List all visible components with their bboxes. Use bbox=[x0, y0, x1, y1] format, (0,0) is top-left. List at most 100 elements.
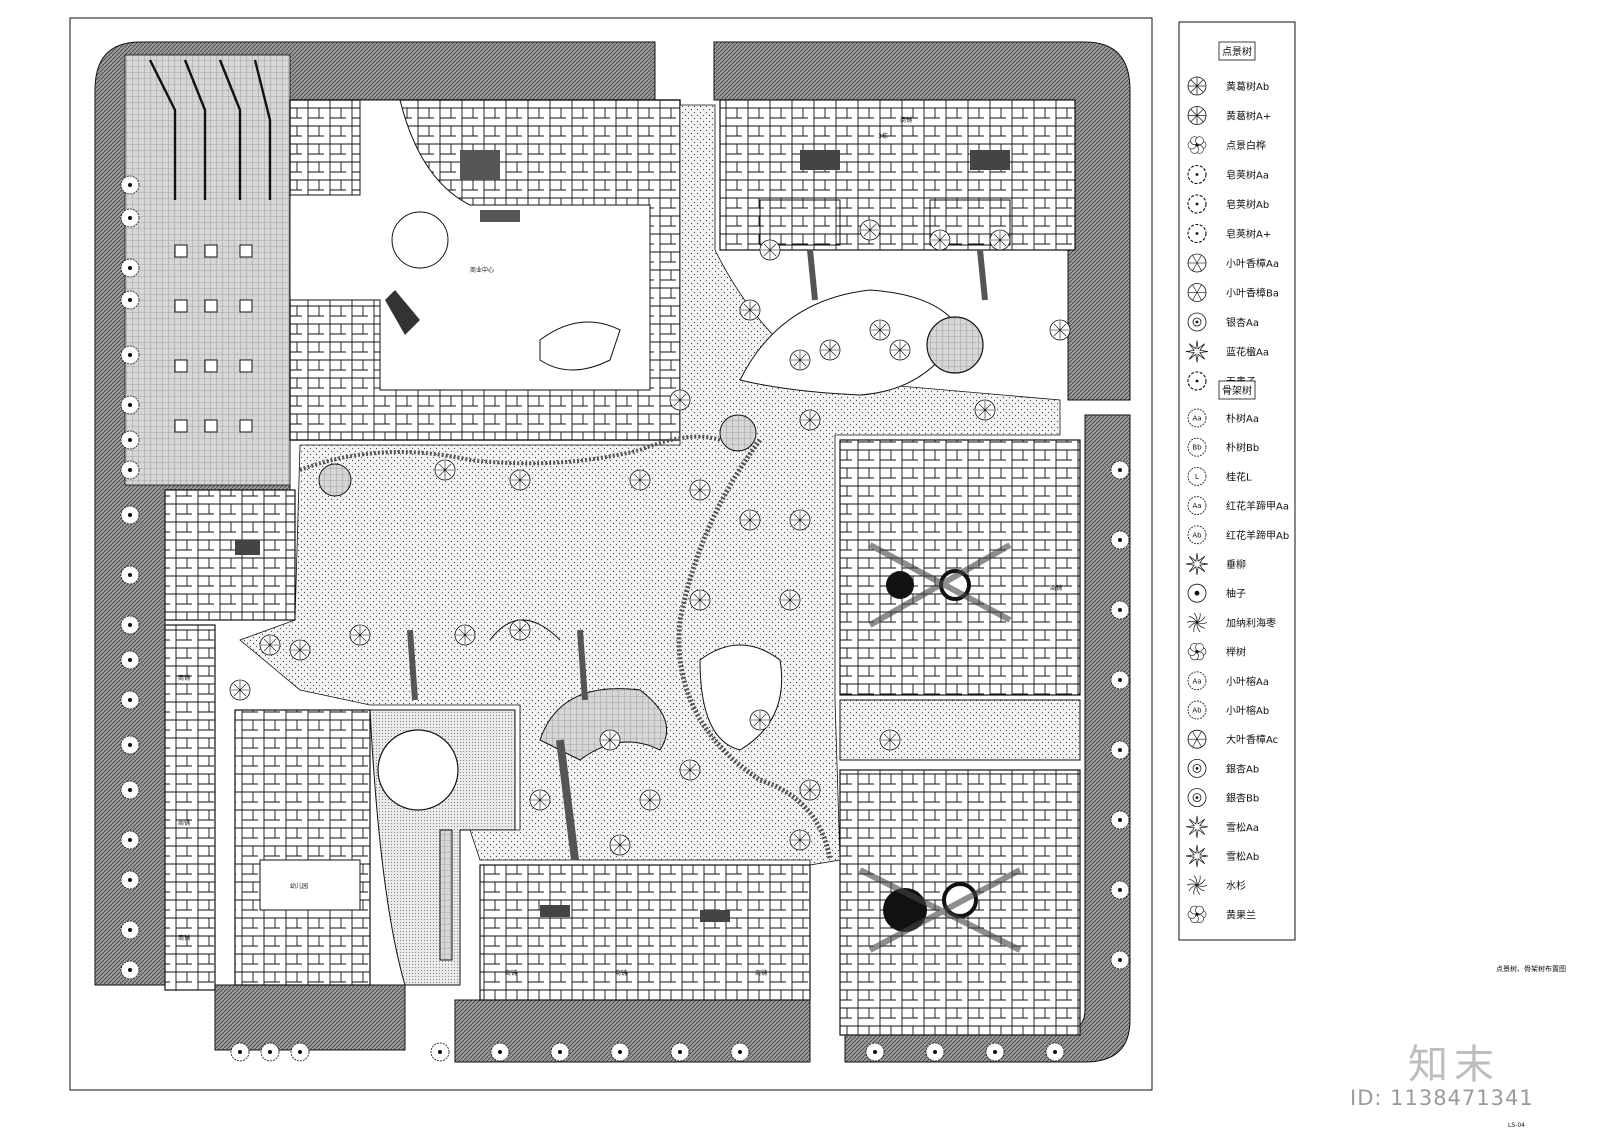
point-tree-legend-row: 银杏Aa bbox=[1187, 312, 1259, 332]
frame-tree-legend-label: 小叶榕Aa bbox=[1226, 675, 1269, 688]
frame-tree-legend-label: 桂花L bbox=[1226, 470, 1252, 483]
south-shop-label-2: 商铺 bbox=[615, 969, 627, 977]
tree-symbol-palm-icon bbox=[1186, 612, 1208, 633]
tree-symbol-flower-icon bbox=[1187, 136, 1207, 154]
frame-tree-legend-label: 雪松Aa bbox=[1226, 821, 1259, 834]
point-tree-legend-label: 黄葛树Ab bbox=[1226, 80, 1269, 93]
kindergarten-yard bbox=[369, 709, 516, 986]
point-tree-legend-label: 皂荚树Ab bbox=[1226, 198, 1269, 211]
frame-tree-legend-row: 榉树 bbox=[1187, 642, 1246, 661]
sheet-number: LS-04 bbox=[1508, 1122, 1525, 1129]
point-tree-legend-label: 皂荚树Aa bbox=[1226, 169, 1269, 182]
frame-tree-legend-row: 加纳利海枣 bbox=[1186, 612, 1276, 633]
tree-symbol-letter-icon: L bbox=[1187, 466, 1207, 486]
point-tree-legend-row: 皂荚树Aa bbox=[1187, 164, 1269, 185]
east-shop-label: 商铺 bbox=[1050, 584, 1062, 592]
frame-tree-legend-row: 雪松Ab bbox=[1185, 844, 1259, 868]
legend-frame-trees-heading: 骨架树 bbox=[1222, 384, 1252, 397]
point-tree-legend-row: 蓝花楹Aa bbox=[1185, 340, 1269, 363]
kindergarten-label: 幼儿园 bbox=[290, 882, 308, 890]
tree-symbol-letter-icon: Aa bbox=[1187, 408, 1207, 428]
point-tree-legend-row: 点景白桦 bbox=[1187, 136, 1266, 154]
tree-symbol-star-icon bbox=[1185, 340, 1209, 363]
tree-symbol-mark: Bb bbox=[1192, 444, 1202, 452]
frame-tree-legend-row: 雪松Aa bbox=[1185, 815, 1259, 838]
frame-tree-legend-row: Aa 小叶榕Aa bbox=[1187, 671, 1269, 691]
frame-tree-legend-row: 黄果兰 bbox=[1187, 905, 1256, 924]
central-garden bbox=[239, 104, 1061, 866]
tree-symbol-palm-icon bbox=[1186, 875, 1208, 895]
tree-symbol-mark: Ab bbox=[1192, 707, 1202, 715]
frame-tree-legend-label: 雪松Ab bbox=[1226, 850, 1259, 863]
point-tree-legend-label: 蓝花楹Aa bbox=[1226, 346, 1269, 359]
point-tree-legend-row: 黄葛树Ab bbox=[1187, 76, 1269, 96]
tree-symbol-radial-icon bbox=[1187, 106, 1207, 125]
tree-symbol-flower-icon bbox=[1187, 905, 1207, 924]
point-tree-legend-label: 皂荚树A+ bbox=[1226, 228, 1271, 241]
tree-symbol-cloud-icon bbox=[1187, 371, 1207, 391]
point-tree-legend-label: 小叶香樟Ba bbox=[1226, 287, 1279, 300]
frame-tree-legend-row: Ab 小叶榕Ab bbox=[1187, 700, 1269, 720]
frame-tree-legend-row: 銀杏Bb bbox=[1187, 788, 1259, 807]
commercial-center-building: 商业中心 bbox=[289, 99, 681, 441]
frame-tree-legend-label: 水杉 bbox=[1226, 879, 1246, 892]
entrance-plaza bbox=[124, 54, 291, 486]
south-residential-row: 商铺 商铺 商铺 bbox=[479, 864, 811, 1001]
point-tree-legend-label: 黄葛树A+ bbox=[1226, 110, 1271, 123]
tree-symbol-ring-icon bbox=[1187, 759, 1207, 778]
frame-tree-legend-label: 朴树Aa bbox=[1226, 412, 1259, 425]
tree-symbol-letter-icon: Ab bbox=[1187, 525, 1207, 545]
legend-point-trees-heading: 点景树 bbox=[1222, 45, 1252, 58]
frame-tree-legend-row: 大叶香樟Ac bbox=[1187, 729, 1278, 749]
tree-symbol-letter-icon: Aa bbox=[1187, 671, 1207, 691]
frame-tree-legend-row: 柚子 bbox=[1187, 583, 1246, 603]
tree-symbol-spoke-icon bbox=[1187, 253, 1207, 273]
tree-symbol-mark: L bbox=[1195, 473, 1199, 481]
tree-symbol-mark: Ab bbox=[1192, 531, 1202, 539]
south-shop-label-1: 商铺 bbox=[505, 969, 517, 977]
tree-symbol-cloud-icon bbox=[1187, 164, 1207, 185]
commercial-center-label: 商业中心 bbox=[470, 266, 494, 274]
watermark-brand: 知末 bbox=[1408, 1042, 1500, 1088]
point-tree-legend-row: 小叶香樟Ba bbox=[1187, 283, 1279, 302]
point-tree-legend-row: 皂荚树Ab bbox=[1187, 194, 1269, 214]
frame-tree-legend-label: 大叶香樟Ac bbox=[1226, 733, 1278, 746]
frame-tree-legend-label: 垂柳 bbox=[1226, 558, 1246, 571]
frame-tree-legend-label: 黄果兰 bbox=[1226, 908, 1256, 921]
point-tree-legend-row: 皂荚树A+ bbox=[1187, 223, 1271, 244]
tree-symbol-dot-icon bbox=[1187, 583, 1207, 603]
tree-symbol-star-icon bbox=[1185, 844, 1209, 868]
building-3-label: 3栋 bbox=[878, 132, 888, 140]
drawing-caption: 点景树、骨架树布置图 bbox=[1496, 965, 1566, 973]
point-tree-legend-row: 黄葛树A+ bbox=[1187, 106, 1271, 125]
point-tree-legend-label: 小叶香樟Aa bbox=[1226, 257, 1279, 270]
frame-tree-legend-row: 水杉 bbox=[1186, 875, 1246, 895]
frame-tree-legend-label: 柚子 bbox=[1226, 587, 1246, 600]
tree-symbol-cloud-icon bbox=[1187, 223, 1207, 244]
south-shop-label-3: 商铺 bbox=[755, 969, 767, 977]
frame-tree-legend-label: 小叶榕Ab bbox=[1226, 704, 1269, 717]
tree-symbol-radial-icon bbox=[1187, 76, 1207, 96]
point-tree-legend-row: 小叶香樟Aa bbox=[1187, 253, 1279, 273]
west-shops: 商铺 商铺 商铺 bbox=[164, 624, 216, 991]
frame-tree-legend-label: 红花羊蹄甲Aa bbox=[1226, 500, 1289, 513]
frame-tree-legend-row: L 桂花L bbox=[1187, 466, 1252, 486]
frame-tree-legend-label: 銀杏Ab bbox=[1226, 762, 1259, 775]
tree-symbol-letter-icon: Ab bbox=[1187, 700, 1207, 720]
tree-symbol-spoke-icon bbox=[1187, 729, 1207, 749]
frame-tree-legend-label: 红花羊蹄甲Ab bbox=[1226, 529, 1289, 542]
frame-tree-legend-label: 加纳利海枣 bbox=[1226, 616, 1276, 629]
tree-symbol-flower-icon bbox=[1187, 642, 1207, 661]
watermark-id: ID: 1138471341 bbox=[1350, 1086, 1534, 1110]
tree-symbol-star-icon bbox=[1185, 552, 1209, 576]
point-tree-legend-label: 点景白桦 bbox=[1226, 139, 1266, 152]
tree-symbol-ring-icon bbox=[1187, 788, 1207, 807]
tree-symbol-mark: Aa bbox=[1192, 677, 1201, 685]
frame-tree-legend-row: 垂柳 bbox=[1185, 552, 1246, 576]
frame-tree-legend-label: 銀杏Bb bbox=[1226, 792, 1259, 805]
tree-symbol-spoke-icon bbox=[1187, 283, 1207, 302]
northeast-residential-block: 3栋 商铺 bbox=[719, 99, 1076, 251]
